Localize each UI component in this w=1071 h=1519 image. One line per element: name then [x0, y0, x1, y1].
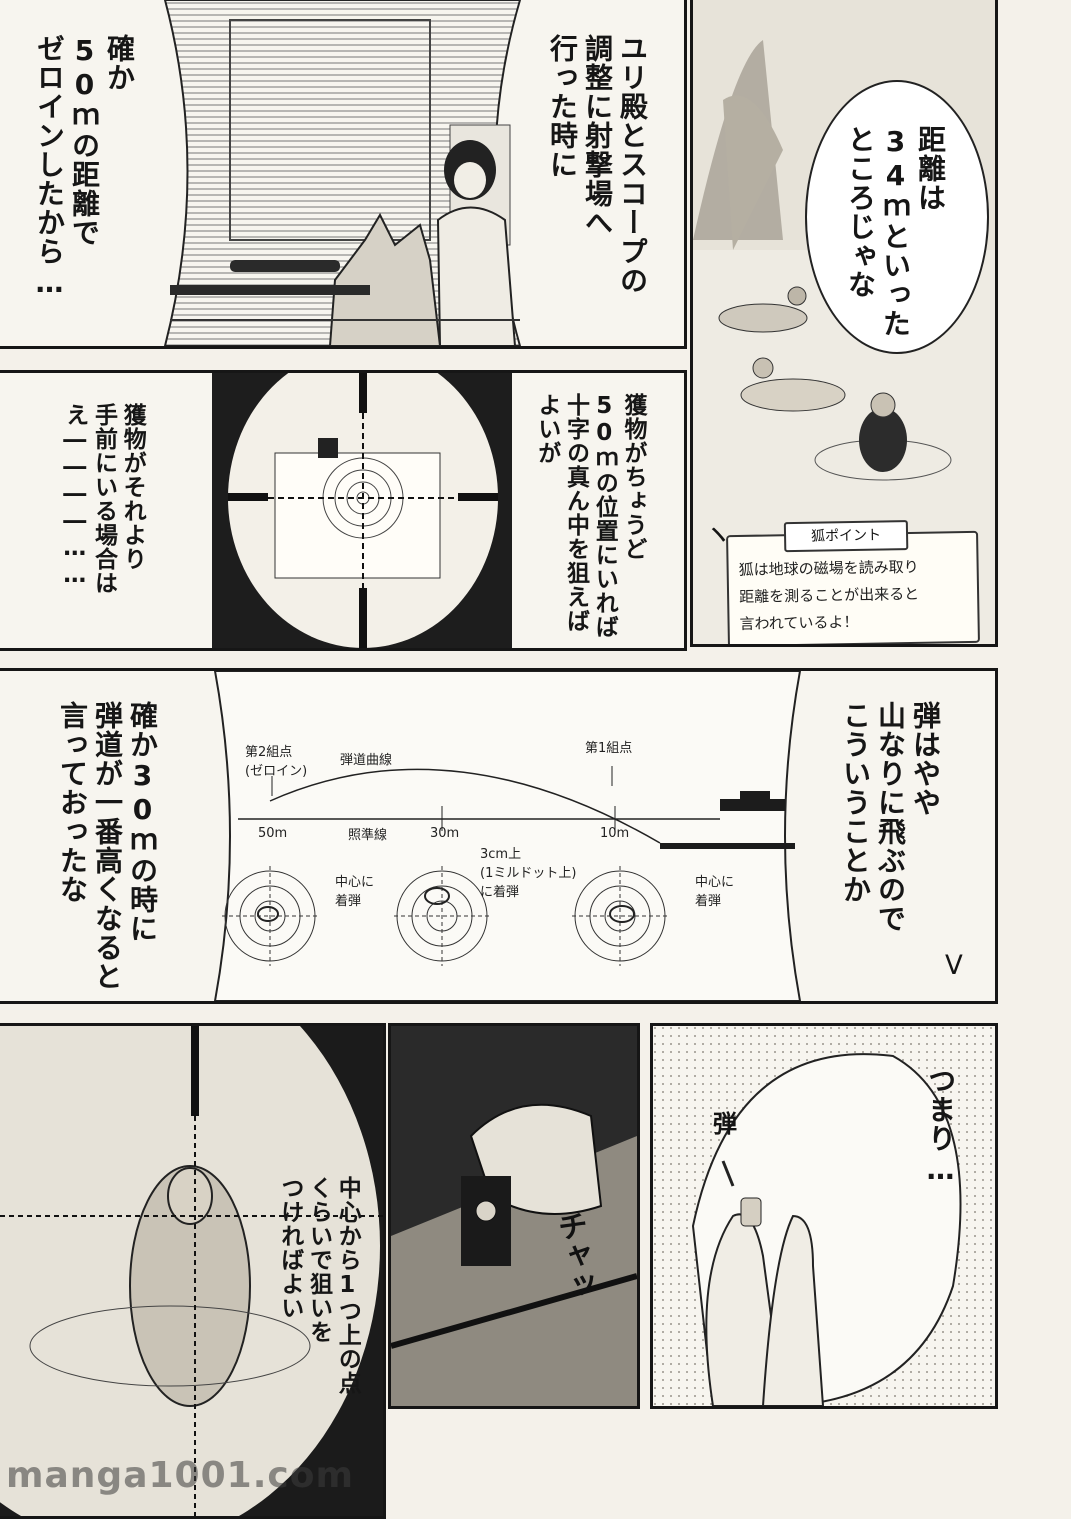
- speech-bubble-distance: [805, 80, 989, 354]
- narration-highest-30m: 確か30ｍの時に 弾道が一番高くなると 言っておったな: [56, 701, 159, 991]
- speech-in-short: つまり…: [924, 1066, 957, 1187]
- note-center-hit-right: 中心に 着弾: [695, 875, 735, 909]
- label-30m: 30m: [430, 826, 460, 841]
- panel-scope-adjust: チャッ: [388, 1023, 640, 1409]
- narration-aim-center: 獲物がちょうど 50ｍの位置にいれば 十字の真ん中を狙えば よいが: [533, 393, 646, 639]
- note-center-hit-left: 中心に 着弾: [335, 875, 375, 909]
- panel-duck-scope: 中心から1つ上の点 くらいで狙いを つければよい: [0, 1023, 386, 1519]
- narration-zero-in: 確か 50ｍの距離で ゼロインしたから…: [33, 34, 136, 300]
- label-sight-line: 照準線: [348, 828, 388, 843]
- panel-trajectory-diagram: 第2組点 (ゼロイン) 弾道曲線 第1組点 50m 照準線 30m 10m 中心…: [0, 668, 998, 1004]
- panel-ducks-distance: 距離は 34ｍといった ところじゃな ヽ 狐ポイント 狐は地球の磁場を読み取り …: [690, 0, 998, 647]
- label-bullet: 弾: [713, 1110, 737, 1138]
- note-3cm-up: 3cm上 (1ミルドット上) に着弾: [480, 847, 577, 900]
- scope-adjust-art: [391, 1026, 637, 1406]
- fox-point-body: 狐は地球の磁場を読み取り 距離を測ることが出来ると 言われているよ！: [738, 557, 920, 633]
- bullet-hand-art: [653, 1026, 995, 1406]
- panel-scope-reticle: 獲物がちょうど 50ｍの位置にいれば 十字の真ん中を狙えば よいが 獲物がそれよ…: [0, 370, 687, 651]
- site-watermark: manga1001.com: [6, 1455, 354, 1496]
- range-scene-art: [163, 0, 522, 346]
- panel-bullet: つまり… 弾: [650, 1023, 998, 1409]
- fox-point-tip: 狐ポイント 狐は地球の磁場を読み取り 距離を測ることが出来ると 言われているよ！: [726, 520, 980, 644]
- fox-point-heading: 狐ポイント: [783, 520, 909, 553]
- fox-icon-small: ᐯ: [945, 951, 963, 981]
- duck-scope-art: [0, 1026, 383, 1516]
- label-curve: 弾道曲線: [340, 753, 393, 768]
- narration-aim-up: 中心から1つ上の点 くらいで狙いを つければよい: [276, 1176, 361, 1395]
- label-10m: 10m: [600, 826, 630, 841]
- panel-shooting-range: 確か 50ｍの距離で ゼロインしたから… ユリ殿とスコープの 調整に射撃場へ 行…: [0, 0, 687, 349]
- narration-closer-target: 獲物がそれより 手前にいる場合は え――――……: [61, 403, 146, 595]
- label-50m: 50m: [258, 826, 288, 841]
- label-zero-1: 第1組点: [585, 741, 633, 756]
- label-zero-2: 第2組点 (ゼロイン): [245, 745, 308, 779]
- narration-range-visit: ユリ殿とスコープの 調整に射撃場へ 行った時に: [546, 34, 649, 295]
- narration-arc: 弾はやや 山なりに飛ぶので こういうことか: [839, 701, 942, 933]
- trajectory-diagram-art: [213, 671, 802, 1001]
- speech-distance: 距離は 34ｍといった ところじゃな: [844, 125, 947, 338]
- scope-reticle-art: [212, 373, 512, 648]
